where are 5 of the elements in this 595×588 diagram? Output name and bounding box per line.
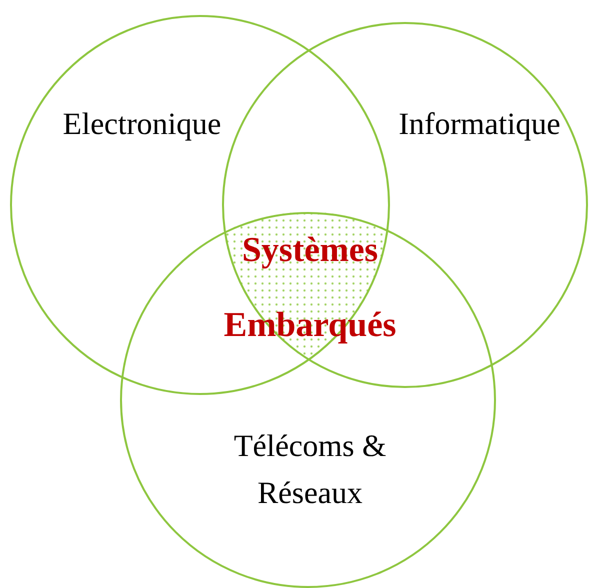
circle-label: Electronique	[62, 105, 222, 143]
venn-circle	[222, 22, 588, 388]
circle-label: Télécoms & Réseaux	[232, 427, 388, 512]
venn-circle	[120, 212, 496, 588]
circle-label: Informatique	[398, 105, 562, 143]
